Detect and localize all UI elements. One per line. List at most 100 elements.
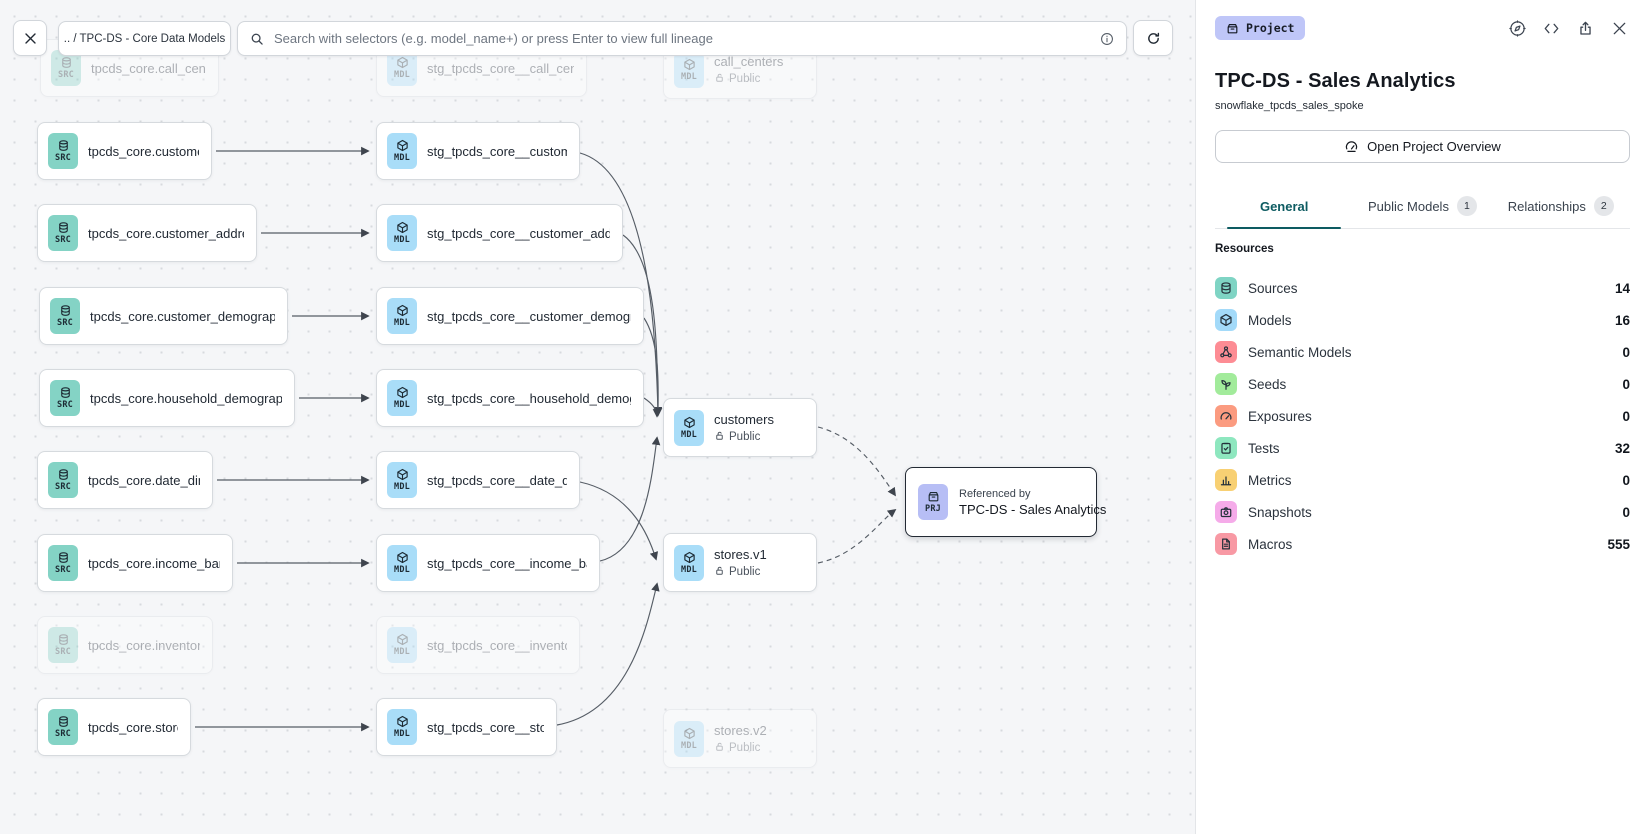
- node-access: Public: [714, 741, 767, 755]
- source-badge: SRC: [48, 462, 78, 498]
- close-panel-button[interactable]: [1609, 18, 1630, 39]
- tab-relationships[interactable]: Relationships 2: [1492, 187, 1630, 228]
- camera-icon: [1215, 501, 1237, 523]
- tab-public-models-count: 1: [1456, 196, 1477, 216]
- resource-label: Semantic Models: [1248, 344, 1352, 360]
- project-badge-label: PRJ: [925, 504, 941, 514]
- node-label: stores.v1: [714, 546, 767, 562]
- info-icon[interactable]: [1100, 32, 1114, 46]
- node-label: stg_tpcds_core__household_demogr…: [427, 390, 631, 406]
- resource-row-snapshots[interactable]: Snapshots 0: [1215, 496, 1630, 528]
- graph-node-referenced-by-project[interactable]: PRJ Referenced by TPC-DS - Sales Analyti…: [905, 467, 1106, 537]
- search-input[interactable]: [272, 30, 1092, 47]
- tab-general[interactable]: General: [1215, 187, 1353, 229]
- node-label: stg_tpcds_core__income_band: [427, 555, 587, 571]
- tab-relationships-count: 2: [1593, 196, 1614, 216]
- panel-title: TPC-DS - Sales Analytics: [1215, 70, 1456, 92]
- node-label: tpcds_core.customer: [88, 143, 199, 159]
- resource-count: 0: [1622, 472, 1630, 488]
- tab-public-models-label: Public Models: [1368, 198, 1449, 214]
- close-icon: [24, 32, 36, 44]
- close-lineage-button[interactable]: [13, 20, 47, 56]
- resource-label: Metrics: [1248, 472, 1292, 488]
- node-label: stg_tpcds_core__customer: [427, 143, 567, 159]
- resource-label: Macros: [1248, 536, 1293, 552]
- model-badge: MDL: [387, 215, 417, 251]
- lock-open-icon: [714, 565, 725, 579]
- resource-count: 16: [1614, 312, 1630, 328]
- model-badge: MDL: [387, 462, 417, 498]
- refresh-icon: [1147, 32, 1159, 44]
- resource-count: 0: [1622, 504, 1630, 520]
- resource-row-semantic-models[interactable]: Semantic Models 0: [1215, 336, 1630, 368]
- resource-label: Snapshots: [1248, 504, 1312, 520]
- refresh-lineage-button[interactable]: [1133, 20, 1173, 56]
- model-badge: MDL: [387, 709, 417, 745]
- share-button[interactable]: [1575, 18, 1596, 39]
- search-icon: [251, 33, 263, 45]
- resource-count: 0: [1622, 344, 1630, 360]
- lock-open-icon: [714, 72, 725, 86]
- resource-count: 555: [1607, 536, 1630, 552]
- compass-icon: [1509, 19, 1526, 37]
- close-icon: [1613, 22, 1626, 34]
- edge-stg_tpcds_core__household_demographics-to-customers: [643, 397, 662, 418]
- graph-node-stg-tpcds-core-household-demogr-[interactable]: MDLstg_tpcds_core__household_demogr…: [376, 369, 644, 427]
- node-label: tpcds_core.customer_address: [88, 225, 244, 241]
- archive-icon: [928, 492, 938, 502]
- seed-icon: [1215, 373, 1237, 395]
- resources-header: Resources: [1215, 243, 1274, 255]
- edge-stores.v1-to-referenced-by-project: [817, 508, 897, 564]
- resource-count: 0: [1622, 408, 1630, 424]
- database-icon: [1215, 277, 1237, 299]
- resource-row-macros[interactable]: Macros 555: [1215, 528, 1630, 560]
- model-badge: MDL: [387, 133, 417, 169]
- edge-stg_tpcds_core__income_band-to-customers: [599, 436, 661, 562]
- graph-node-tpcds-core.customer[interactable]: SRC tpcds_core.customer: [37, 122, 212, 180]
- resource-label: Seeds: [1248, 376, 1287, 392]
- node-label: call_centers: [714, 53, 784, 69]
- lineage-search[interactable]: [237, 21, 1127, 56]
- graph-node-stg-tpcds-core-customer[interactable]: MDL stg_tpcds_core__customer: [376, 122, 580, 180]
- explore-lineage-button[interactable]: [1507, 18, 1528, 39]
- tab-relationships-label: Relationships: [1507, 198, 1586, 214]
- tab-public-models[interactable]: Public Models 1: [1353, 187, 1491, 228]
- source-badge: SRC: [50, 298, 80, 334]
- model-badge: MDL: [674, 409, 704, 446]
- open-project-overview-button[interactable]: Open Project Overview: [1215, 130, 1630, 163]
- graph-node-stg-tpcds-core-customer-demogra-[interactable]: MDLstg_tpcds_core__customer_demogra…: [376, 287, 644, 345]
- referenced-by-kicker: Referenced by: [959, 487, 1031, 500]
- resource-row-metrics[interactable]: Metrics 0: [1215, 464, 1630, 496]
- breadcrumb[interactable]: .. / TPC-DS - Core Data Models: [58, 21, 231, 56]
- cube-icon: [1215, 309, 1237, 331]
- source-badge: SRC: [48, 133, 78, 169]
- view-code-button[interactable]: [1541, 18, 1562, 39]
- lineage-canvas[interactable]: SRCtpcds_core.call_centerSRCtpcds_core.c…: [0, 0, 1195, 834]
- edge-stg_tpcds_core__store-to-stores.v1: [556, 582, 660, 726]
- document-icon: [1215, 533, 1237, 555]
- model-badge: MDL: [674, 51, 704, 88]
- node-label: stg_tpcds_core__date_dim: [427, 472, 567, 488]
- node-label: tpcds_core.income_band: [88, 555, 220, 571]
- graph-node-stg-tpcds-core-date-dim[interactable]: MDL stg_tpcds_core__date_dim: [376, 451, 580, 509]
- resource-count: 14: [1614, 280, 1630, 296]
